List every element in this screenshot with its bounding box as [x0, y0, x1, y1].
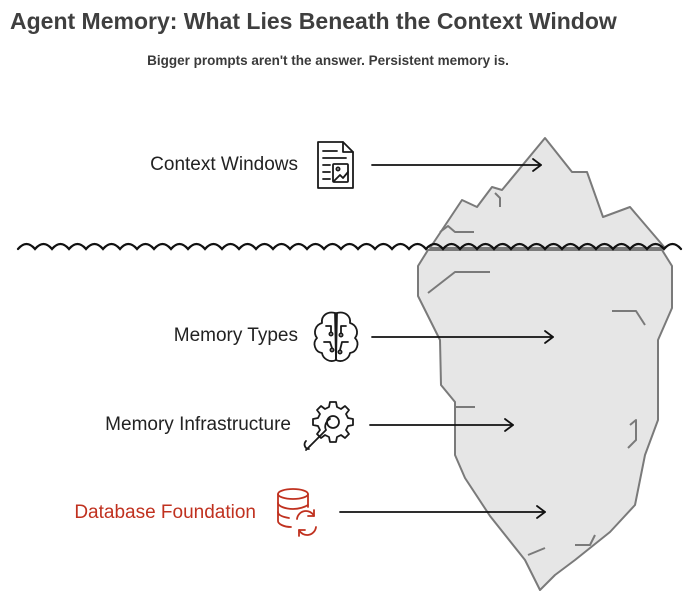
arrow-memory-infrastructure	[369, 418, 514, 432]
layer-label-context-windows: Context Windows	[150, 154, 298, 175]
layer-label-database-foundation: Database Foundation	[74, 502, 256, 523]
layer-label-memory-infrastructure: Memory Infrastructure	[105, 414, 291, 435]
document-image-icon	[317, 141, 354, 189]
arrow-memory-types	[371, 330, 554, 344]
iceberg-tip	[429, 137, 666, 249]
iceberg-cracks	[427, 192, 646, 556]
brain-circuit-icon	[313, 311, 359, 362]
arrow-context-windows	[371, 158, 542, 172]
page-title: Agent Memory: What Lies Beneath the Cont…	[10, 8, 617, 34]
gear-wrench-icon	[303, 401, 354, 451]
layer-arrows	[339, 158, 554, 519]
database-sync-icon	[277, 488, 317, 537]
layer-label-memory-types: Memory Types	[173, 325, 298, 346]
iceberg-body	[417, 249, 673, 591]
water-line	[16, 242, 683, 251]
page-subtitle: Bigger prompts aren't the answer. Persis…	[147, 53, 509, 68]
arrow-database-foundation	[339, 505, 546, 519]
